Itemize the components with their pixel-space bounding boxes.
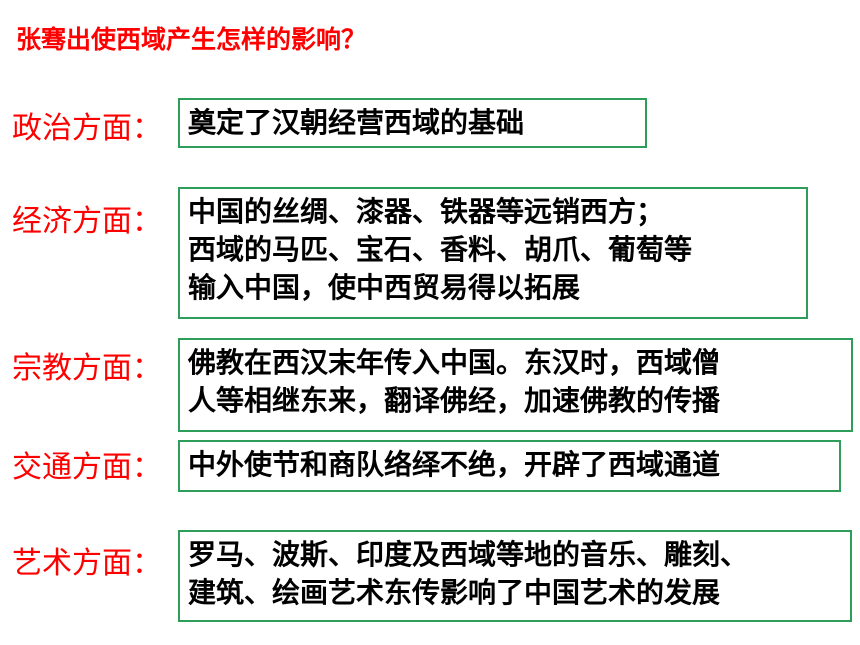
section-box-transport: 中外使节和商队络绎不绝，开辟了西域通道	[178, 440, 841, 492]
section-box-art: 罗马、波斯、印度及西域等地的音乐、雕刻、 建筑、绘画艺术东传影响了中国艺术的发展	[178, 530, 852, 622]
section-box-religion: 佛教在西汉末年传入中国。东汉时，西域僧 人等相继东来，翻译佛经，加速佛教的传播	[178, 338, 853, 432]
section-text-line: 罗马、波斯、印度及西域等地的音乐、雕刻、	[188, 538, 749, 571]
section-text-line: 建筑、绘画艺术东传影响了中国艺术的发展	[188, 576, 721, 609]
section-text-line: 奠定了汉朝经营西域的基础	[188, 106, 525, 139]
page-title: 张骞出使西域产生怎样的影响？	[16, 25, 367, 54]
section-text-line: 佛教在西汉末年传入中国。东汉时，西域僧	[188, 346, 721, 379]
section-box-politics: 奠定了汉朝经营西域的基础	[178, 98, 647, 148]
section-text-line: 中国的丝绸、漆器、铁器等远销西方；	[188, 195, 665, 228]
section-label-politics: 政治方面：	[12, 111, 162, 146]
section-label-art: 艺术方面：	[12, 546, 162, 581]
section-text-line: 人等相继东来，翻译佛经，加速佛教的传播	[188, 384, 721, 417]
section-label-economy: 经济方面：	[12, 204, 162, 239]
section-text-line: 输入中国，使中西贸易得以拓展	[188, 271, 581, 304]
section-label-transport: 交通方面：	[12, 450, 162, 485]
section-text-line: 中外使节和商队络绎不绝，开辟了西域通道	[188, 448, 721, 481]
section-label-religion: 宗教方面：	[12, 351, 162, 386]
section-text-line: 西域的马匹、宝石、香料、胡爪、葡萄等	[188, 233, 693, 266]
section-box-economy: 中国的丝绸、漆器、铁器等远销西方； 西域的马匹、宝石、香料、胡爪、葡萄等 输入中…	[178, 187, 808, 319]
